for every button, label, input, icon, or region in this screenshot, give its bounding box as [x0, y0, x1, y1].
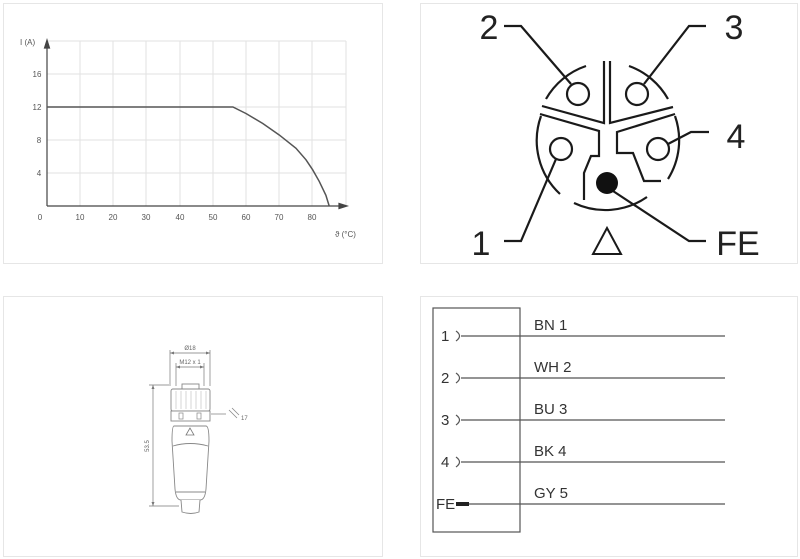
socket-icon-4	[455, 456, 461, 468]
y-axis-label: I (A)	[20, 38, 35, 47]
pin-4-contact	[645, 136, 671, 162]
x-tick-60: 60	[242, 213, 251, 222]
pin-2-contact	[565, 81, 591, 107]
x-axis-label: ϑ (°C)	[335, 230, 356, 239]
dimension-drawing-panel: Ø18 M12 x 1 17 53.5	[3, 296, 383, 557]
x-tick-80: 80	[308, 213, 317, 222]
wrench-icon	[228, 407, 240, 419]
x-tick-30: 30	[142, 213, 151, 222]
pin-label-4: 4	[727, 118, 746, 156]
y-tick-16: 16	[33, 70, 42, 79]
pin-label-2: 2	[480, 9, 499, 47]
derating-chart: 16 12 8 4 I (A) 0 10 20 30 40 50 60 70 8…	[20, 37, 356, 239]
connector-outer-ring	[545, 64, 587, 100]
wire-label-gy5: GY 5	[534, 485, 568, 502]
x-tick-40: 40	[176, 213, 185, 222]
x-tick-20: 20	[109, 213, 118, 222]
y-tick-4: 4	[37, 169, 42, 178]
socket-icon-1	[455, 330, 461, 342]
pin-fe-contact	[596, 172, 618, 194]
pin-label-4: 4	[441, 454, 449, 471]
x-tick-0: 0	[38, 213, 43, 222]
pin-label-1: 1	[441, 328, 449, 345]
wire-label-bk4: BK 4	[534, 443, 567, 460]
y-tick-12: 12	[33, 103, 42, 112]
y-tick-8: 8	[37, 136, 42, 145]
pin-label-3: 3	[441, 412, 449, 429]
connector-body	[170, 383, 211, 514]
wire-label-wh2: WH 2	[534, 359, 572, 376]
pinout-panel: 2 3 4 1 FE	[420, 3, 798, 264]
wiring-diagram: 1 2 3 4 FE BN 1 WH 2 BU 3 BK 4 GY 5	[432, 307, 725, 533]
length-label: 53.5	[145, 440, 151, 452]
socket-icon-2	[455, 372, 461, 384]
pin-label-3: 3	[725, 9, 744, 47]
thread-label: M12 x 1	[179, 360, 201, 366]
pin-label-fe: FE	[716, 225, 759, 263]
pin-label-1: 1	[472, 225, 491, 263]
wire-label-bu3: BU 3	[534, 401, 567, 418]
derating-chart-panel: 16 12 8 4 I (A) 0 10 20 30 40 50 60 70 8…	[3, 3, 383, 264]
coding-triangle-icon	[185, 427, 195, 436]
chart-grid	[47, 40, 347, 206]
chart-axes	[43, 37, 350, 210]
wrench-size-label: 17	[241, 416, 248, 422]
socket-icon-3	[455, 414, 461, 426]
derating-curve	[47, 106, 330, 207]
pin-3-contact	[624, 81, 650, 107]
pin-label-2: 2	[441, 370, 449, 387]
x-tick-50: 50	[209, 213, 218, 222]
pinout-diagram: 2 3 4 1 FE	[472, 9, 760, 263]
connector-dimension-drawing: Ø18 M12 x 1 17 53.5	[145, 346, 248, 514]
x-tick-70: 70	[275, 213, 284, 222]
x-tick-10: 10	[76, 213, 85, 222]
ground-terminal-icon	[456, 502, 469, 506]
pin-label-fe: FE	[436, 496, 455, 513]
pin-1-contact	[548, 136, 574, 162]
connector-key-walls	[541, 61, 606, 125]
coding-triangle-icon	[591, 225, 623, 255]
wiring-diagram-panel: 1 2 3 4 FE BN 1 WH 2 BU 3 BK 4 GY 5	[420, 296, 798, 557]
diameter-label: Ø18	[184, 346, 196, 352]
wire-label-bn1: BN 1	[534, 317, 567, 334]
